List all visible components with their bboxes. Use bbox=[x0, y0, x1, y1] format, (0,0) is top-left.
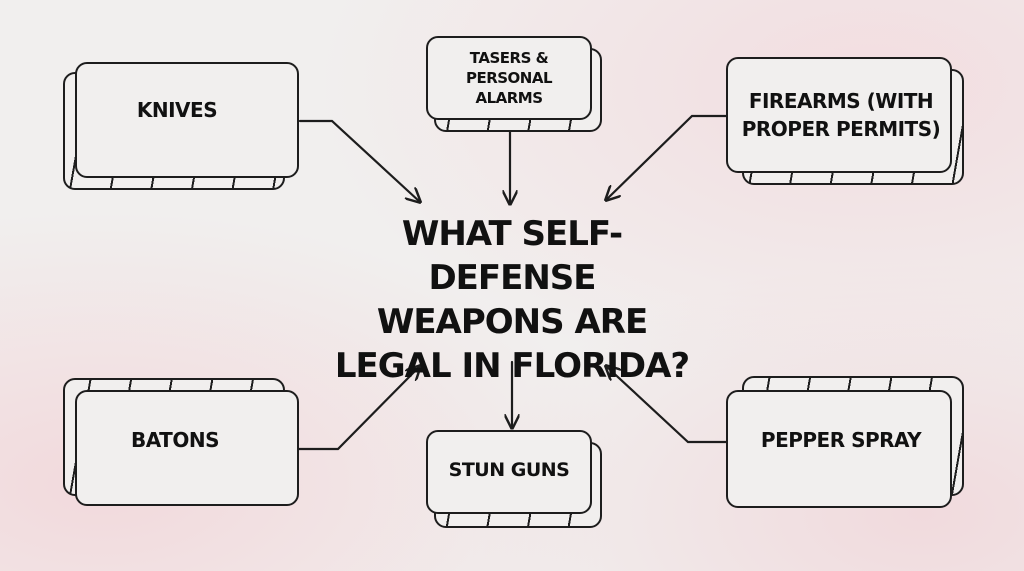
node-stun-guns: STUN GUNS bbox=[426, 430, 602, 528]
node-firearms-label: FIREARMS (WITH PROPER PERMITS) bbox=[741, 89, 941, 141]
arrow-firearms bbox=[606, 114, 730, 200]
node-batons: BATONS bbox=[63, 378, 301, 506]
diagram-title: WHAT SELF-DEFENSE WEAPONS ARE LEGAL IN F… bbox=[334, 214, 690, 386]
arrow-pepper-spray bbox=[606, 366, 732, 444]
node-knives-label: KNIVES bbox=[136, 98, 218, 122]
node-pepper-spray-label: PEPPER SPRAY bbox=[760, 428, 922, 452]
arrow-batons bbox=[296, 366, 420, 451]
node-pepper-spray: PEPPER SPRAY bbox=[726, 376, 964, 508]
node-tasers-label: TASERS & PERSONAL ALARMS bbox=[465, 49, 553, 107]
node-knives: KNIVES bbox=[63, 62, 301, 190]
node-tasers: TASERS & PERSONAL ALARMS bbox=[426, 36, 602, 132]
node-firearms: FIREARMS (WITH PROPER PERMITS) bbox=[726, 57, 964, 185]
node-stun-guns-label: STUN GUNS bbox=[448, 459, 570, 481]
arrow-knives bbox=[298, 119, 420, 202]
node-batons-label: BATONS bbox=[131, 428, 219, 452]
